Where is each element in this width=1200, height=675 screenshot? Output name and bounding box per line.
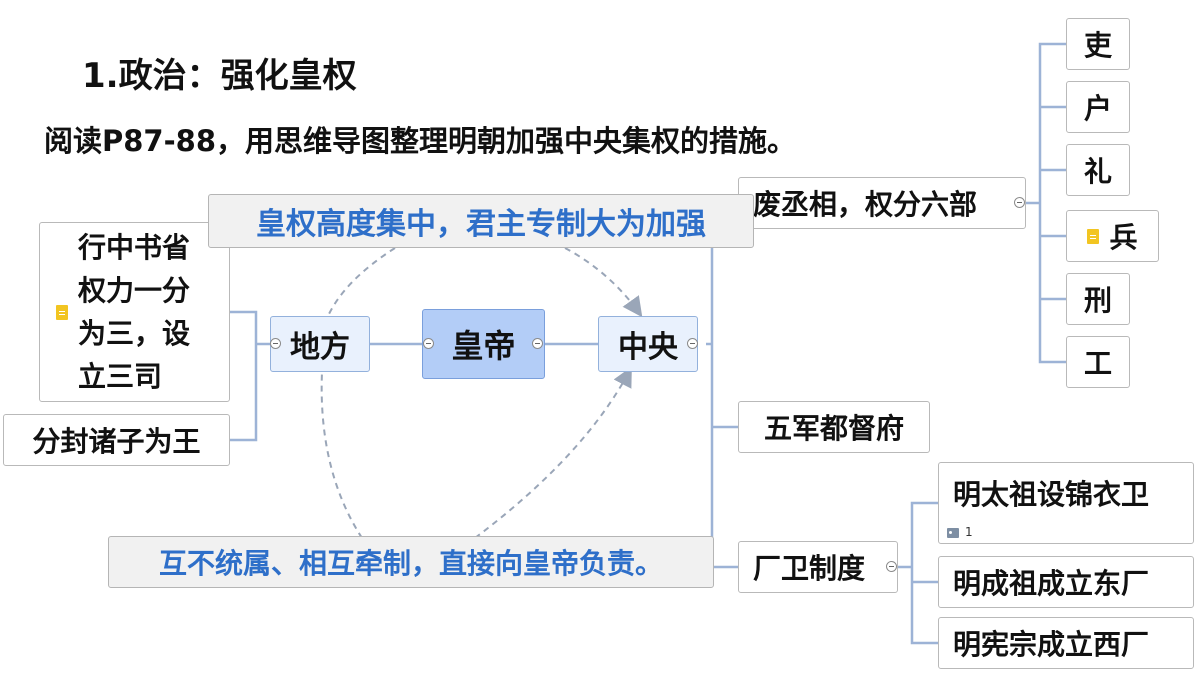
ministry-war-label: 兵 (1109, 221, 1138, 254)
central-item-military-label: 五军都督府 (763, 412, 904, 445)
center-left-collapse-toggle[interactable] (423, 338, 434, 349)
central-item-abolish-label: 废丞相，权分六部 (753, 188, 978, 221)
center-node-label: 皇帝 (451, 327, 516, 365)
changwei-item-dongchang-label: 明成祖成立东厂 (953, 567, 1150, 600)
central-item-abolish-chancellor[interactable]: 废丞相，权分六部 (738, 177, 1026, 229)
relation-top-to-local (327, 247, 396, 317)
ministry-justice-label: 刑 (1083, 284, 1112, 317)
ministry-works-label: 工 (1083, 347, 1112, 380)
image-attachment[interactable]: 1 (947, 525, 973, 539)
local-item-provinces[interactable]: 行中书省权力一分为三，设立三司 (39, 222, 230, 402)
image-icon (947, 527, 959, 538)
image-count: 1 (965, 525, 973, 539)
ministry-rites-label: 礼 (1083, 155, 1112, 188)
ministry-war[interactable]: 兵 (1066, 210, 1159, 262)
section-title: 1.政治：强化皇权 (82, 56, 357, 96)
changwei-item-xichang-label: 明宪宗成立西厂 (953, 628, 1150, 661)
instruction-text: 阅读P87-88，用思维导图整理明朝加强中央集权的措施。 (44, 124, 797, 158)
callout-top-label: 皇权高度集中，君主专制大为加强 (256, 207, 706, 242)
local-collapse-toggle[interactable] (270, 338, 281, 349)
ministry-personnel-label: 吏 (1083, 29, 1112, 62)
branch-central[interactable]: 中央 (598, 316, 698, 372)
callout-top[interactable]: 皇权高度集中，君主专制大为加强 (208, 194, 754, 248)
changwei-item-dongchang[interactable]: 明成祖成立东厂 (938, 556, 1194, 608)
local-item-provinces-label: 行中书省权力一分为三，设立三司 (78, 231, 191, 393)
central-item-military[interactable]: 五军都督府 (738, 401, 930, 453)
ministry-rites[interactable]: 礼 (1066, 144, 1130, 196)
relation-bottom-to-local (320, 371, 363, 539)
local-item-princes[interactable]: 分封诸子为王 (3, 414, 230, 466)
changwei-item-jinyiwei-label: 明太祖设锦衣卫 (953, 478, 1150, 511)
changwei-collapse-toggle[interactable] (886, 561, 897, 572)
ministry-personnel[interactable]: 吏 (1066, 18, 1130, 70)
central-collapse-toggle[interactable] (687, 338, 698, 349)
center-right-collapse-toggle[interactable] (532, 338, 543, 349)
callout-bottom-label: 互不统属、相互牵制，直接向皇帝负责。 (158, 547, 663, 580)
ministry-revenue-label: 户 (1083, 92, 1112, 125)
changwei-item-xichang[interactable]: 明宪宗成立西厂 (938, 617, 1194, 669)
ministry-works[interactable]: 工 (1066, 336, 1130, 388)
branch-central-label: 中央 (618, 330, 678, 365)
relation-bottom-to-central (474, 366, 632, 539)
central-item-changwei[interactable]: 厂卫制度 (738, 541, 898, 593)
ministry-revenue[interactable]: 户 (1066, 81, 1130, 133)
changwei-item-jinyiwei[interactable]: 明太祖设锦衣卫 1 (938, 462, 1194, 544)
relation-top-to-central (564, 247, 643, 318)
link-changwei (898, 501, 938, 645)
central-item-changwei-label: 厂卫制度 (753, 552, 866, 585)
callout-bottom[interactable]: 互不统属、相互牵制，直接向皇帝负责。 (108, 536, 714, 588)
link-local-branch (230, 310, 270, 442)
local-item-princes-label: 分封诸子为王 (32, 425, 201, 458)
link-central-branch (706, 201, 738, 569)
center-node-emperor[interactable]: 皇帝 (422, 309, 545, 379)
branch-local[interactable]: 地方 (270, 316, 370, 372)
note-icon[interactable] (56, 304, 68, 320)
link-ministries (1026, 42, 1066, 364)
abolish-collapse-toggle[interactable] (1014, 197, 1025, 208)
branch-local-label: 地方 (290, 330, 350, 365)
note-icon[interactable] (1087, 228, 1100, 244)
ministry-justice[interactable]: 刑 (1066, 273, 1130, 325)
